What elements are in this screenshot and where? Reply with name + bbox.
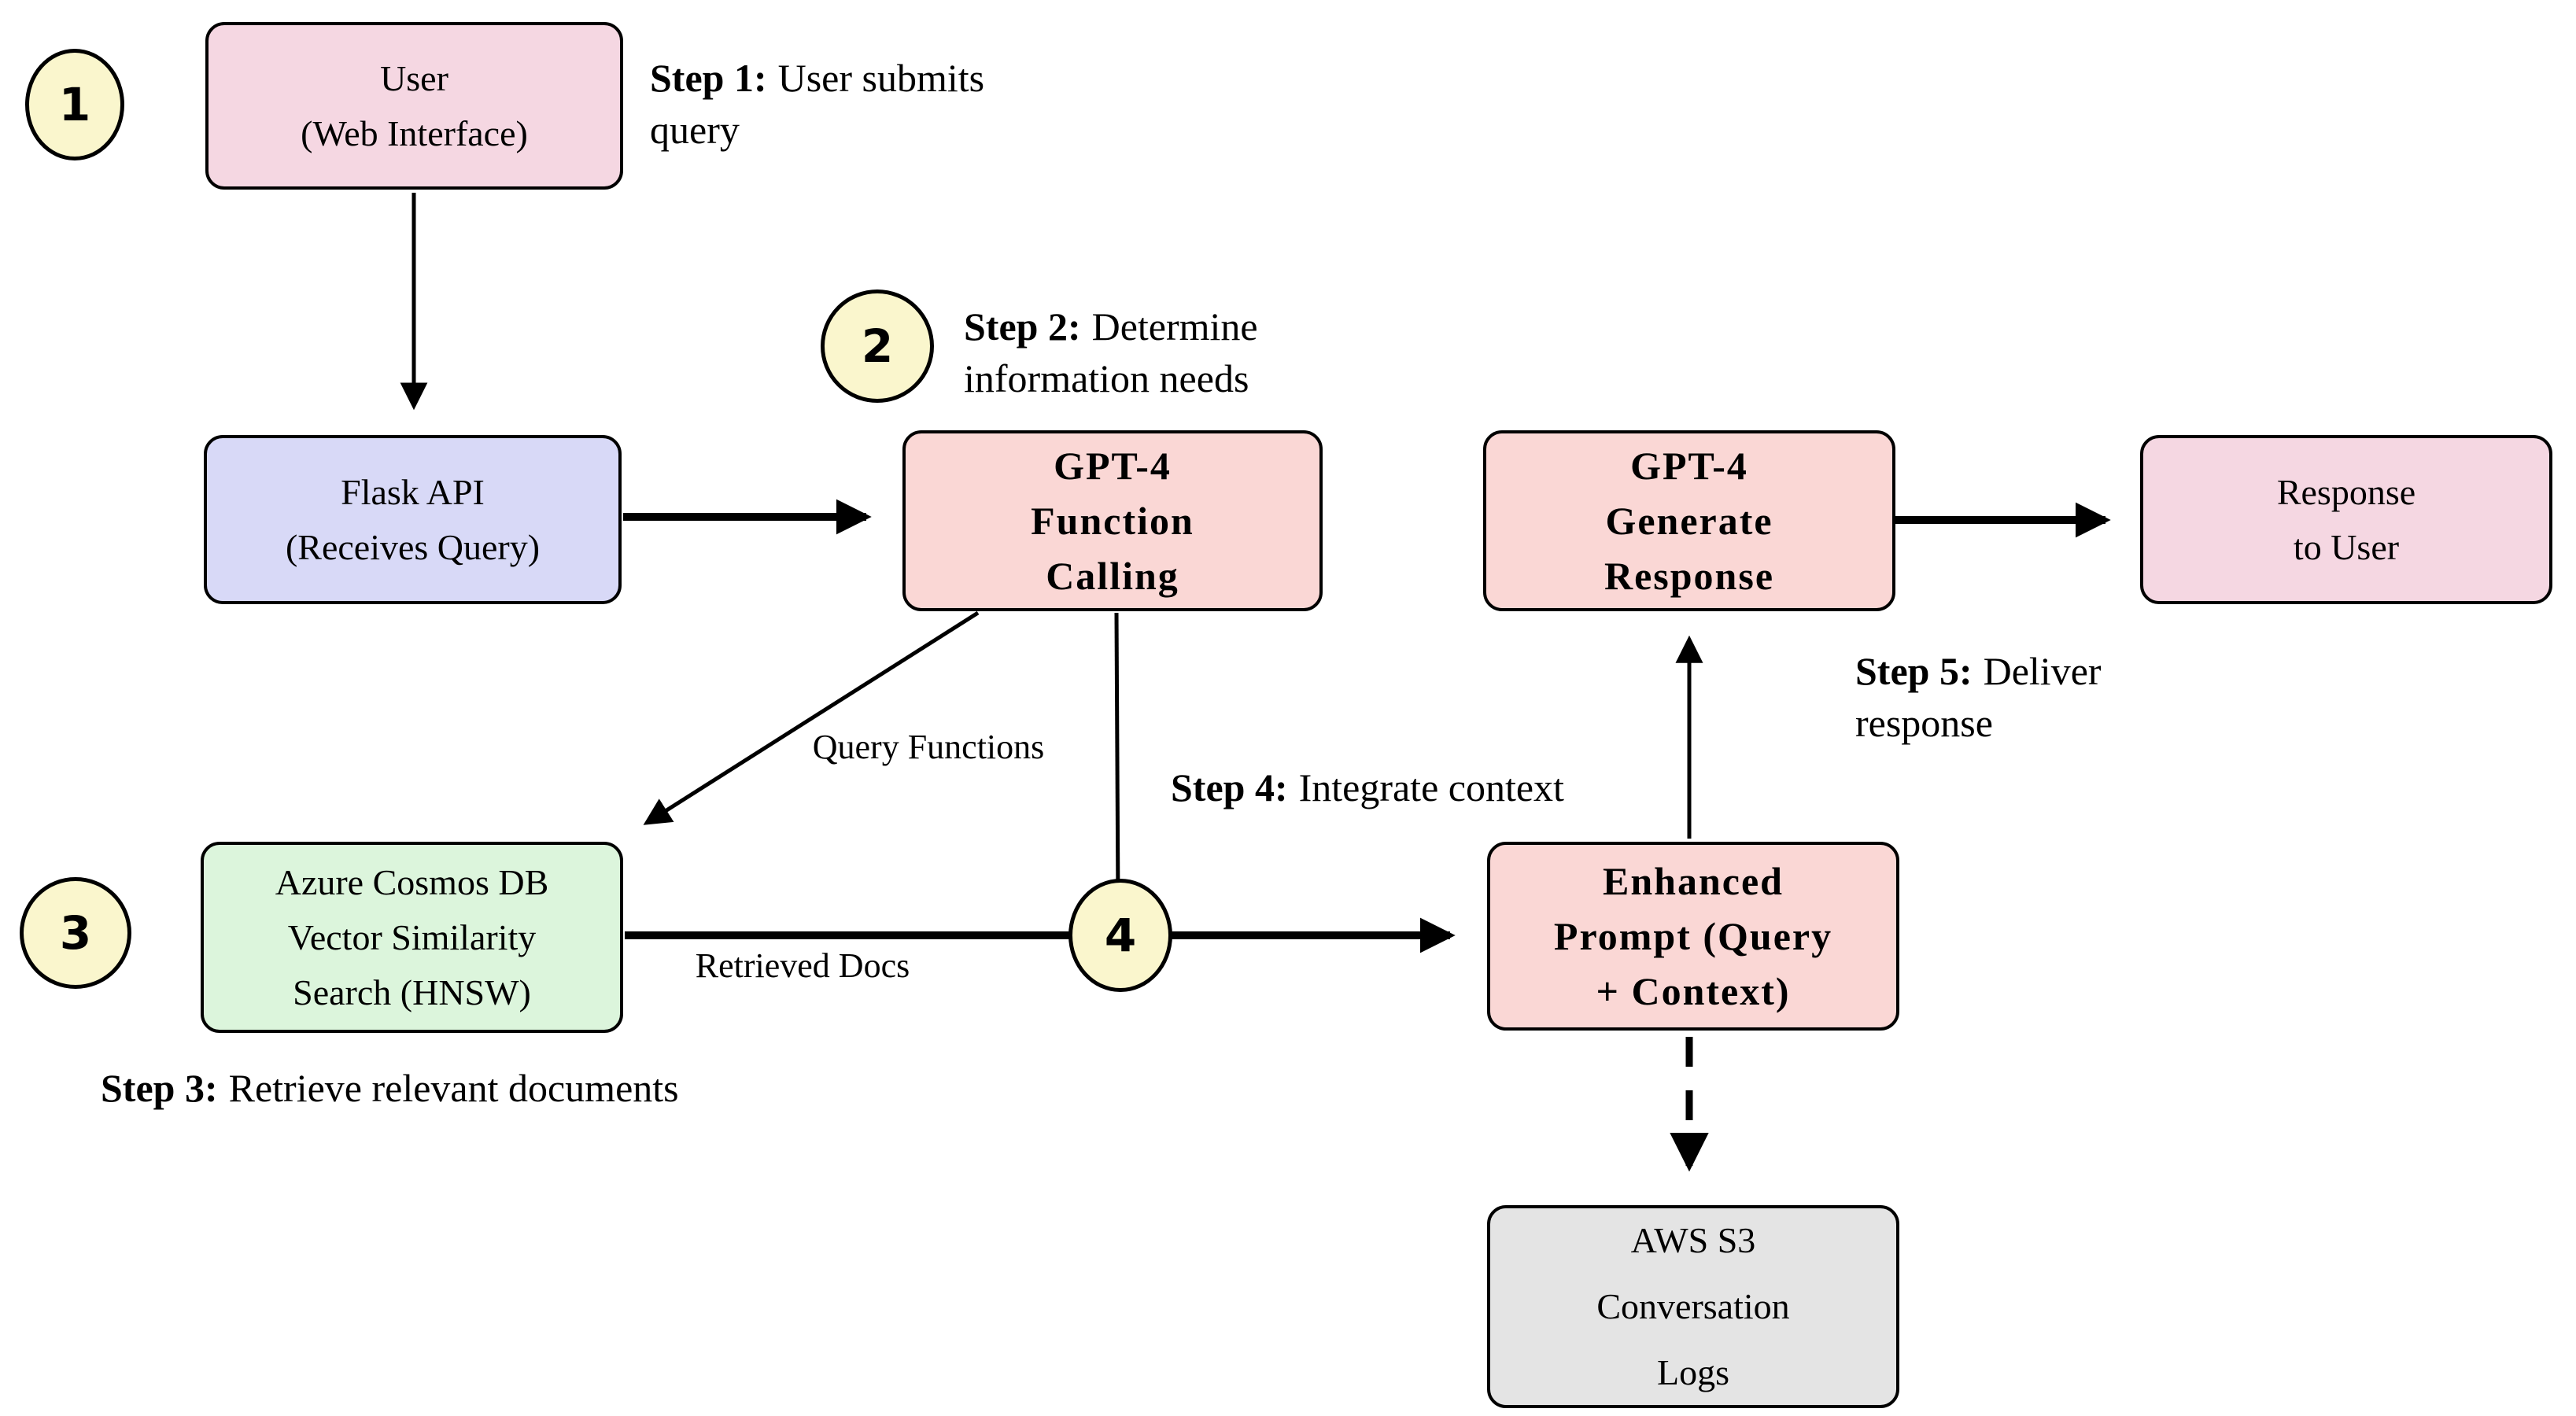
step-3-annotation: Step 3:Retrieve relevant documents (101, 1062, 1202, 1114)
step-1-text: User submits query (650, 56, 985, 152)
step-2-prefix: Step 2: (964, 304, 1081, 348)
step-1-annotation: Step 1:User submits query (650, 52, 988, 156)
node-enhanced-prompt: Enhanced Prompt (Query + Context) (1487, 842, 1899, 1031)
step-5-annotation: Step 5:Deliver response (1855, 645, 2233, 749)
step-badge-1: 1 (25, 49, 124, 160)
step-badge-2: 2 (821, 289, 934, 403)
step-5-text: Deliver response (1855, 649, 2102, 745)
step-4-prefix: Step 4: (1171, 765, 1288, 809)
node-aws-s3-logs: AWS S3 Conversation Logs (1487, 1205, 1899, 1408)
step-3-prefix: Step 3: (101, 1066, 218, 1110)
step-2-text: Determine information needs (964, 304, 1258, 400)
step-4-annotation: Step 4:Integrate context (1171, 761, 1604, 813)
node-response-to-user: Response to User (2140, 435, 2552, 604)
step-2-annotation: Step 2:Determine information needs (964, 301, 1404, 404)
step-badge-4: 4 (1068, 879, 1172, 992)
edge-label-retrieved-docs: Retrieved Docs (695, 946, 910, 985)
node-user: User (Web Interface) (205, 22, 623, 190)
step-5-prefix: Step 5: (1855, 649, 1973, 693)
node-gpt4-generate-response: GPT-4 Generate Response (1483, 430, 1895, 611)
step-3-text: Retrieve relevant documents (228, 1066, 679, 1110)
arrow-gpt4fc-to-azure (643, 610, 980, 825)
step-4-text: Integrate context (1298, 765, 1564, 809)
node-flask-api: Flask API (Receives Query) (204, 435, 622, 604)
node-azure-cosmos-db: Azure Cosmos DB Vector Similarity Search… (201, 842, 623, 1033)
step-badge-3: 3 (20, 877, 131, 989)
edge-label-query-functions: Query Functions (812, 728, 1045, 766)
step-1-prefix: Step 1: (650, 56, 767, 100)
line-gpt4fc-to-badge4 (1114, 612, 1120, 905)
node-gpt4-function-calling: GPT-4 Function Calling (902, 430, 1323, 611)
